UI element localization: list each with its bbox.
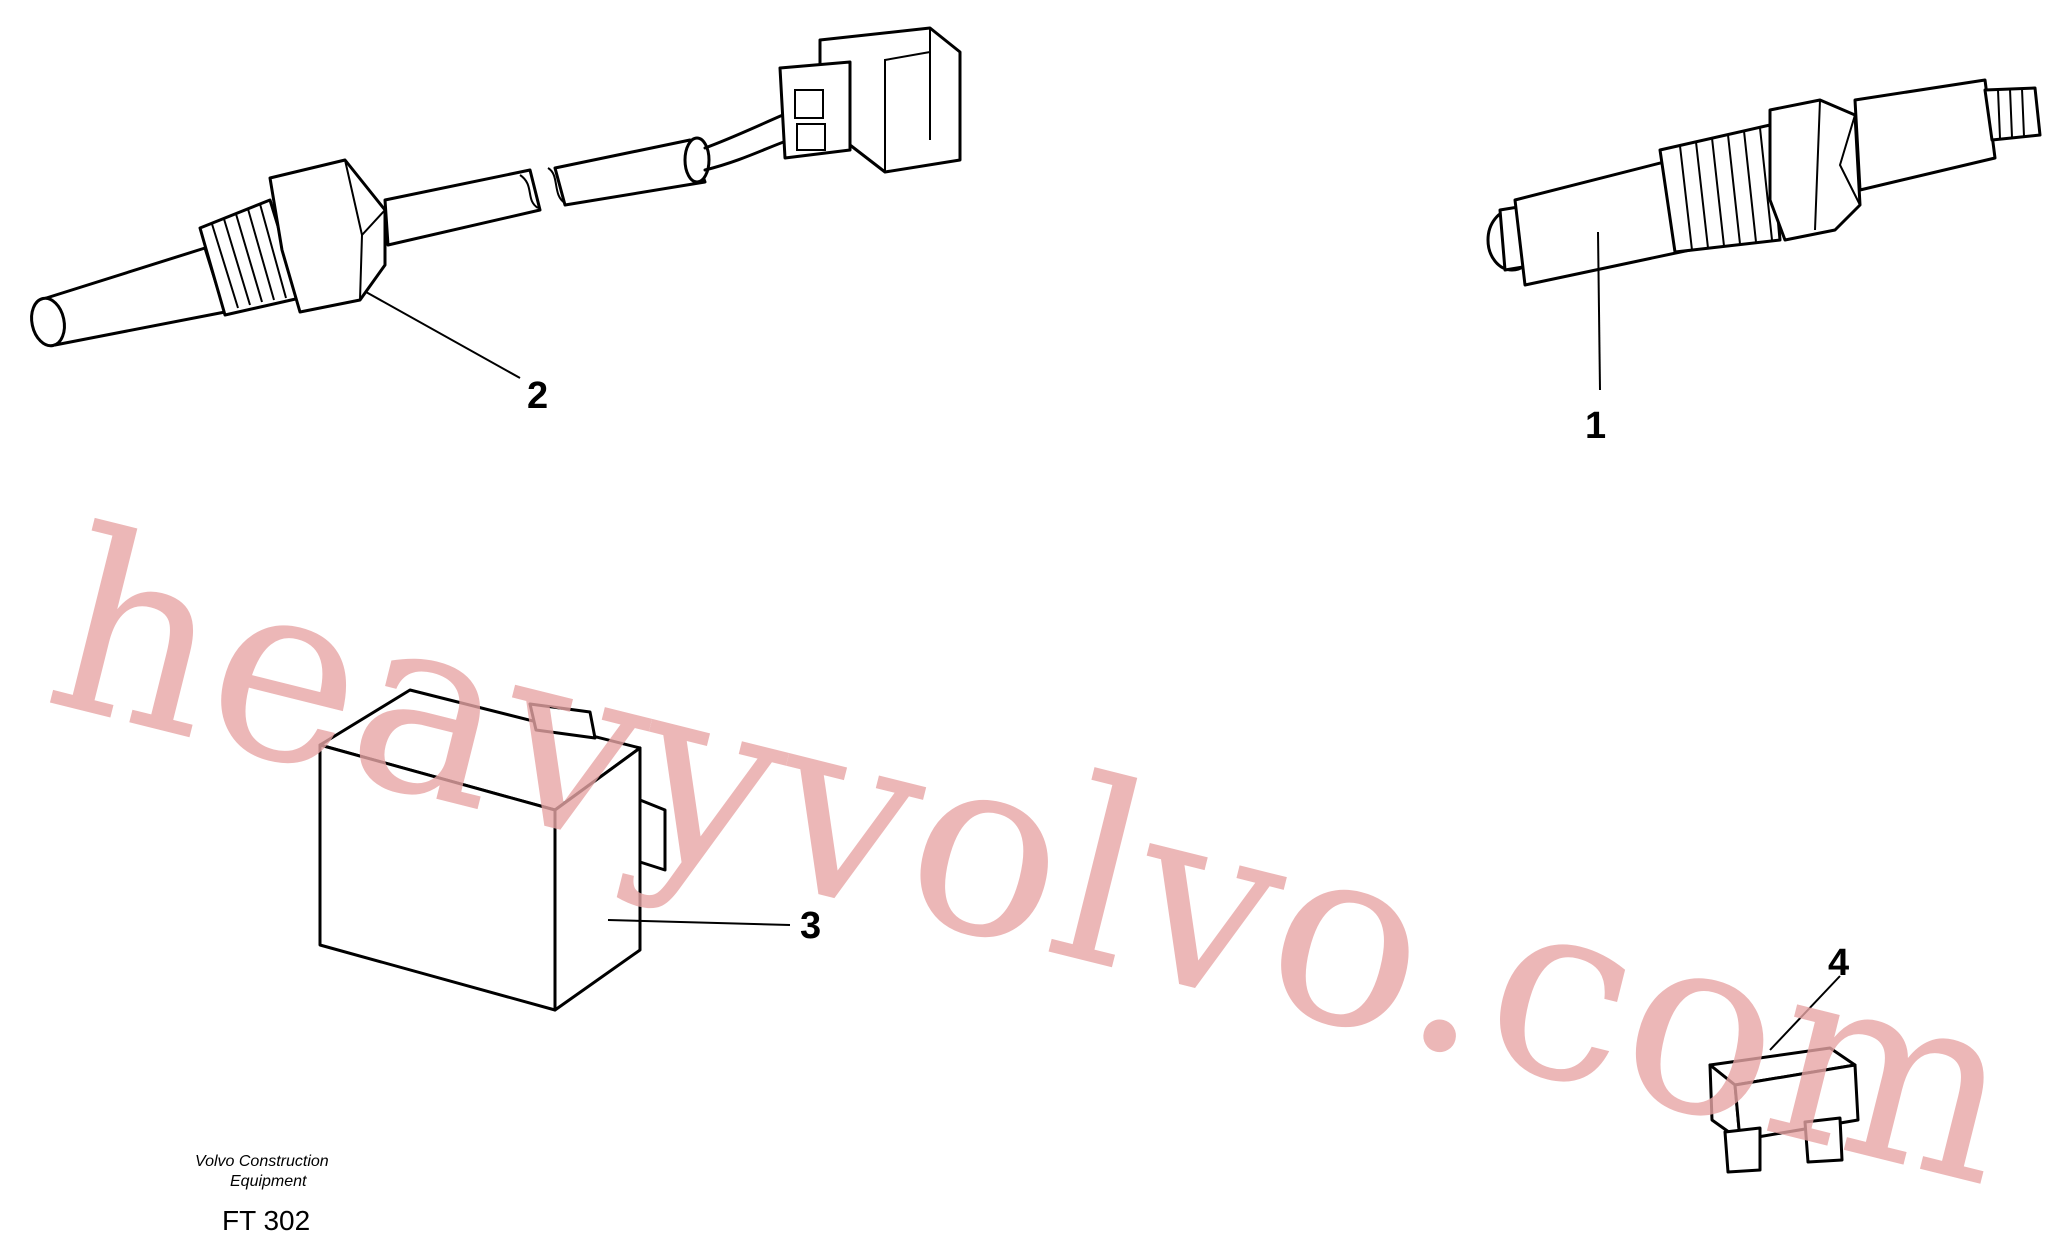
callout-3: 3	[800, 905, 821, 947]
part-2-temperature-sensor	[30, 26, 962, 379]
caption-line-2: Equipment	[230, 1173, 307, 1190]
callout-4: 4	[1828, 942, 1849, 984]
caption-line-1: Volvo Construction	[195, 1153, 329, 1170]
part-4-fuse	[1708, 975, 1860, 1174]
part-1-sensor-switch	[1486, 78, 2042, 391]
figure-id: FT 302	[222, 1205, 310, 1236]
callout-2: 2	[527, 375, 548, 417]
part-3-relay	[318, 688, 791, 1012]
callout-1: 1	[1585, 405, 1606, 447]
